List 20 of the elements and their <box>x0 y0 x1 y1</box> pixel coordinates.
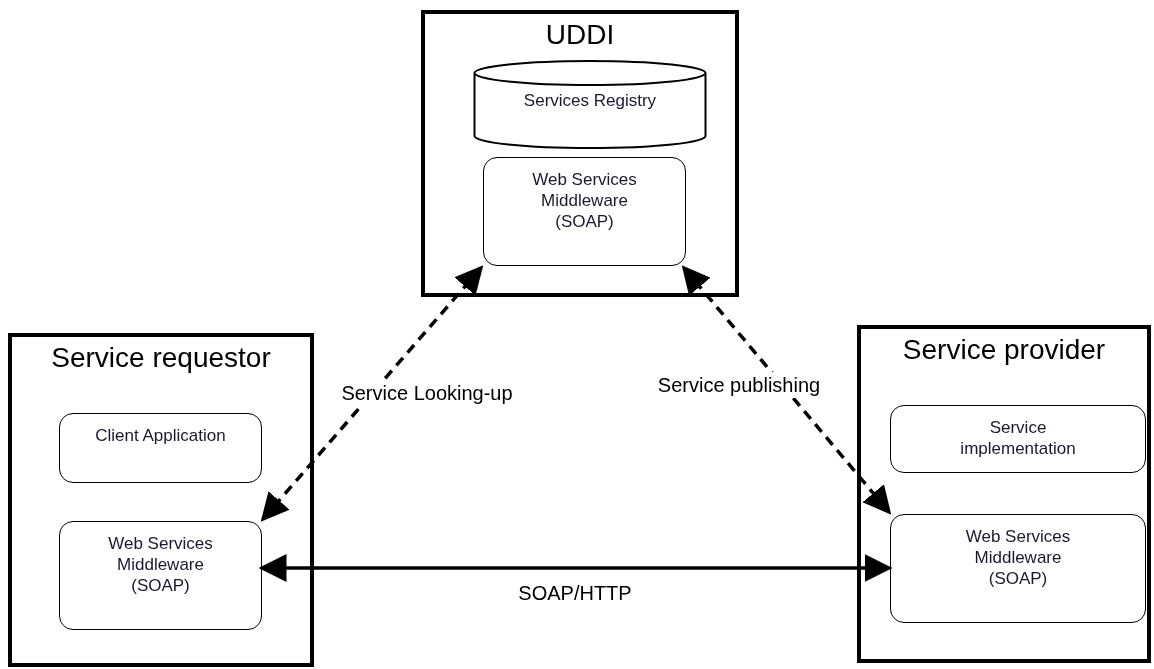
rounded-box <box>59 413 262 483</box>
container-title: Service requestor <box>50 341 272 375</box>
container-box <box>8 333 314 667</box>
arrow <box>258 554 893 582</box>
container-title: UDDI <box>544 18 616 52</box>
node-label: Services Registry <box>522 91 658 111</box>
node-label: Web Services Middleware (SOAP) <box>964 526 1072 589</box>
rounded-box <box>890 514 1146 623</box>
rounded-box <box>59 521 262 630</box>
rounded-box <box>483 157 686 266</box>
node-label: Web Services Middleware (SOAP) <box>531 169 638 232</box>
container-box <box>857 325 1151 663</box>
node-label: Web Services Middleware (SOAP) <box>107 533 214 596</box>
node-label: Client Application <box>95 425 226 446</box>
node-label: Service implementation <box>959 417 1077 459</box>
container-title: Service provider <box>901 333 1107 367</box>
dashed-arrow <box>681 265 892 515</box>
container-box <box>421 10 739 297</box>
dashed-arrow <box>260 265 484 522</box>
rounded-box <box>890 405 1146 473</box>
